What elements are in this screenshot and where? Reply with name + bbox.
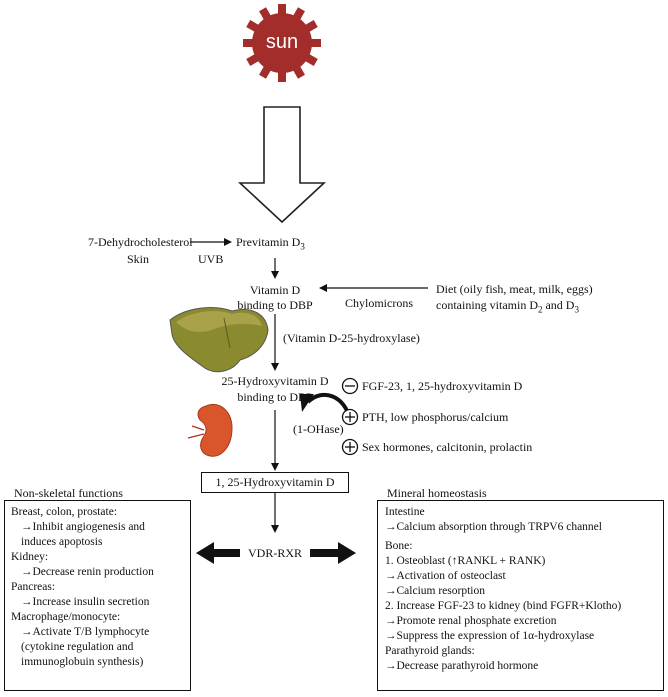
nonskeletal-item: →Decrease renin production — [21, 566, 154, 578]
diet-arrow — [319, 284, 428, 292]
minus-circle-icon — [341, 377, 359, 395]
mineral-item: Bone: — [385, 540, 413, 552]
vitamin-d-dbp-label: binding to DBP — [237, 298, 313, 312]
chylomicrons-label: Chylomicrons — [345, 296, 413, 310]
sun-ray — [243, 39, 255, 47]
sun-ray — [278, 70, 286, 82]
mineral-item: →Decrease parathyroid hormone — [385, 660, 539, 672]
mineral-item: 2. Increase FGF-23 to kidney (bind FGFR+… — [385, 600, 622, 612]
mineral-item: →Suppress the expression of 1α-hydroxyla… — [385, 630, 595, 642]
nonskeletal-item: Pancreas: — [11, 581, 56, 593]
arrow-to-nonskeletal — [196, 542, 240, 564]
sun-ray — [278, 4, 286, 16]
uvb-arrow — [190, 238, 232, 246]
mineral-title: Mineral homeostasis — [387, 486, 487, 500]
nonskeletal-item: Kidney: — [11, 551, 49, 563]
vitamin-d-label: Vitamin D — [249, 283, 301, 297]
nonskeletal-item: immunoglobuin synthesis) — [21, 656, 144, 668]
active-vitamin-d-box: 1, 25-Hydroxyvitamin D — [201, 472, 349, 493]
mineral-panel: Intestine →Calcium absorption through TRP… — [377, 500, 664, 691]
regulator-positive-label: Sex hormones, calcitonin, prolactin — [362, 440, 533, 454]
nonskeletal-item: →Increase insulin secretion — [21, 596, 150, 608]
mineral-item: Parathyroid glands: — [385, 645, 475, 657]
sun-label: sun — [265, 31, 299, 53]
regulator-negative-label: FGF-23, 1, 25-hydroxyvitamin D — [362, 379, 523, 393]
nonskeletal-item: induces apoptosis — [21, 536, 103, 548]
nonskeletal-item: Macrophage/monocyte: — [11, 611, 121, 623]
mineral-item: →Promote renal phosphate excretion — [385, 615, 557, 627]
plus-circle-icon — [341, 438, 359, 456]
plus-circle-icon — [341, 408, 359, 426]
hydroxylase-label: (Vitamin D-25-hydroxylase) — [283, 331, 420, 345]
sun-ray — [309, 39, 321, 47]
precursor-site-label: Skin — [127, 252, 150, 266]
sun-icon — [243, 4, 321, 82]
mineral-item: Intestine — [385, 506, 425, 518]
arrow-to-mineral — [310, 542, 356, 564]
sun-disc — [252, 13, 312, 73]
nonskeletal-item: Breast, colon, prostate: — [11, 506, 118, 518]
nonskeletal-item: →Inhibit angiogenesis and — [21, 521, 145, 533]
precursor-label: 7-Dehydrocholesterol — [88, 235, 193, 249]
nonskeletal-item: (cytokine regulation and — [21, 641, 134, 653]
hydroxyvitamin-dbp-label: binding to DBP — [237, 390, 313, 404]
uvb-label: UVB — [198, 252, 224, 266]
diet-label-line2: containing vitamin D2 and D3 — [436, 298, 579, 315]
mineral-list: Intestine →Calcium absorption through TRP… — [385, 505, 656, 674]
active-vitamin-d-label: 1, 25-Hydroxyvitamin D — [215, 475, 335, 489]
liver-icon — [169, 307, 269, 373]
previtamin-label: Previtamin D3 — [236, 235, 305, 252]
nonskeletal-list: Breast, colon, prostate: →Inhibit angioge… — [11, 505, 184, 670]
one-ohase-label: (1-OHase) — [293, 422, 344, 436]
nonskeletal-item: →Activate T/B lymphocyte — [21, 626, 150, 638]
mineral-item: →Calcium resorption — [385, 585, 485, 597]
kidney-icon — [187, 404, 233, 457]
diet-label-line1: Diet (oily fish, meat, milk, eggs) — [436, 282, 593, 296]
mineral-item: →Activation of osteoclast — [385, 570, 506, 582]
nonskeletal-panel: Breast, colon, prostate: →Inhibit angioge… — [4, 500, 191, 691]
pathway-down-arrows — [271, 258, 279, 533]
large-down-arrow — [237, 106, 327, 224]
mineral-item: 1. Osteoblast (↑RANKL + RANK) — [385, 555, 546, 567]
regulator-positive-label: PTH, low phosphorus/calcium — [362, 410, 509, 424]
vdr-rxr-label: VDR-RXR — [247, 546, 302, 560]
mineral-item: →Calcium absorption through TRPV6 channe… — [385, 521, 602, 533]
nonskeletal-title: Non-skeletal functions — [14, 486, 123, 500]
hydroxyvitamin-label: 25-Hydroxyvitamin D — [221, 374, 329, 388]
